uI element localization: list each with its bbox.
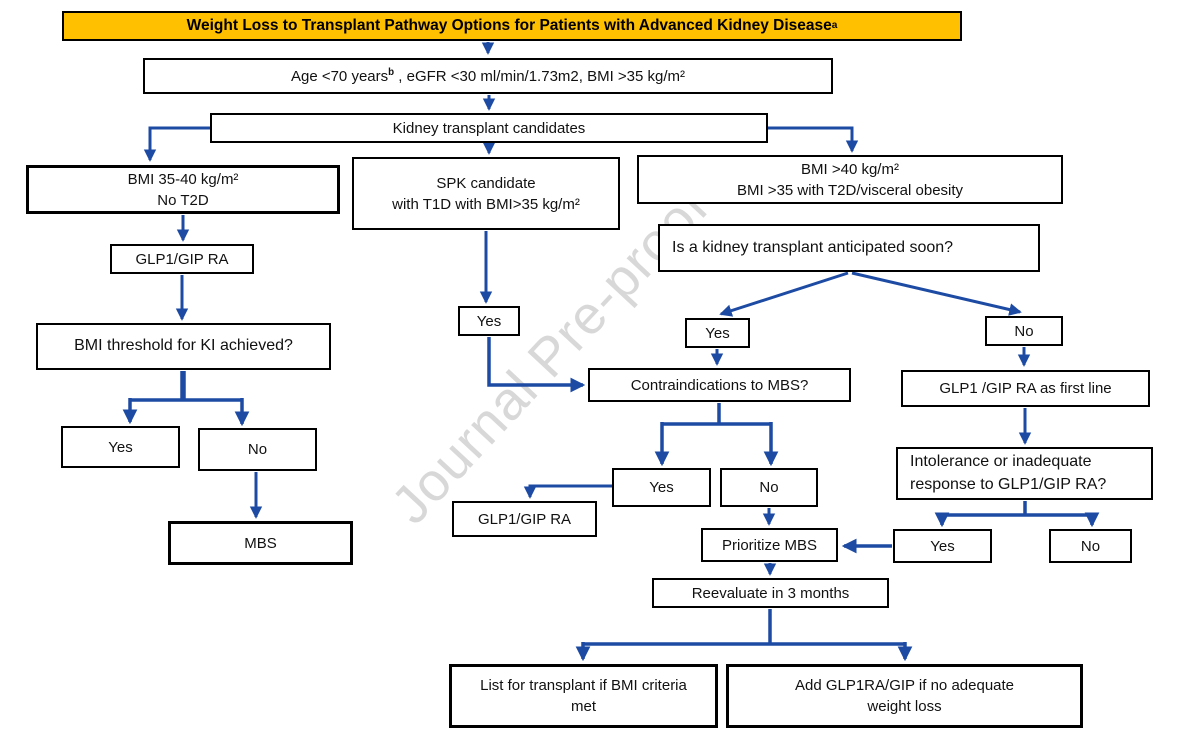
arrow-anticipated-to-yes [719, 271, 849, 317]
node-threshold-no: No [198, 428, 317, 471]
criteria-superscript: b [388, 66, 395, 78]
node-contraindications-no: No [720, 468, 818, 507]
criteria-text-pre: Age <70 years [290, 67, 389, 85]
node-transplant-anticipated-question: Is a kidney transplant anticipated soon? [658, 224, 1040, 272]
arrow-candidates-to-bmi3540 [143, 126, 210, 162]
node-glp1-first-line: GLP1 /GIP RA as first line [901, 370, 1150, 407]
node-anticipated-yes: Yes [685, 318, 750, 348]
arrow-candidates-to-bmi40 [768, 126, 859, 153]
node-spk-yes: Yes [458, 306, 520, 336]
node-mbs: MBS [168, 521, 353, 565]
node-glp1-gip-ra-left: GLP1/GIP RA [110, 244, 254, 274]
arrow-contrayes-to-glp1mid [523, 484, 612, 499]
node-bmi-threshold-question: BMI threshold for KI achieved? [36, 323, 331, 370]
flowchart-title: Weight Loss to Transplant Pathway Option… [62, 11, 962, 41]
node-contraindications-question: Contraindications to MBS? [588, 368, 851, 402]
node-prioritize-mbs: Prioritize MBS [701, 528, 838, 562]
node-glp1-gip-ra-mid: GLP1/GIP RA [452, 501, 597, 537]
node-anticipated-no: No [985, 316, 1063, 346]
node-threshold-yes: Yes [61, 426, 180, 468]
arrow-spkyes-to-contraindications [487, 337, 586, 393]
node-contraindications-yes: Yes [612, 468, 711, 507]
node-intolerance-yes: Yes [893, 529, 992, 563]
node-intolerance-no: No [1049, 529, 1132, 563]
node-kidney-transplant-candidates: Kidney transplant candidates [210, 113, 768, 143]
node-reevaluate: Reevaluate in 3 months [652, 578, 889, 608]
flowchart-title-text: Weight Loss to Transplant Pathway Option… [186, 17, 832, 34]
node-eligibility-criteria: Age <70 yearsb , eGFR <30 ml/min/1.73m2,… [143, 58, 833, 94]
criteria-text-post: , eGFR <30 ml/min/1.73m2, BMI >35 kg/m² [394, 67, 686, 85]
arrow-anticipated-to-no [851, 271, 1022, 316]
